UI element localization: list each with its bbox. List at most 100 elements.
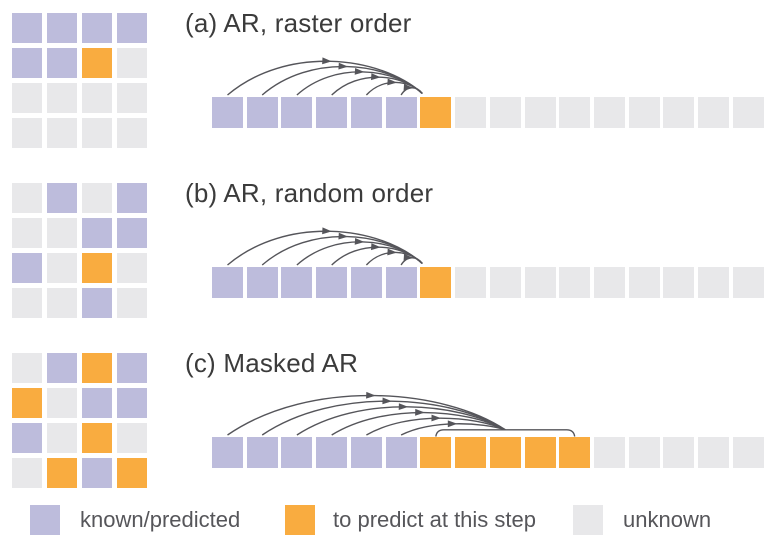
sequence-cell [593,97,625,128]
grid-cell [47,253,77,283]
attention-arrow [296,406,506,436]
grid-cell [82,388,112,418]
grid-cell [117,13,147,43]
grid-cell [12,118,42,148]
attention-arrow [365,251,423,266]
sequence-cell [524,97,556,128]
grid-cell [82,288,112,318]
sequence-cell [246,97,278,128]
sequence-cell [246,437,278,468]
attention-arrow [261,400,506,436]
sequence-cell [385,97,417,128]
sequence-cell [524,267,556,298]
sequence-cell [281,267,313,298]
grid-cell [82,83,112,113]
attention-arrow [366,417,506,436]
grid-cell [12,353,42,383]
legend-swatch-predict [285,505,315,535]
grid-cell [12,423,42,453]
attention-arrow [227,394,506,436]
arrowhead [354,238,365,245]
arrowhead [354,68,365,75]
sequence-cell [698,437,730,468]
grid-cell [117,218,147,248]
arrowhead [415,408,425,416]
sequence-cell [663,97,695,128]
sequence-cell [316,267,348,298]
sequence-cell [559,97,591,128]
grid-cell [82,13,112,43]
grid-cell [117,253,147,283]
attention-arrow [365,81,423,96]
sequence-cell [593,437,625,468]
attention-arrow [227,230,423,266]
grid-cell [82,353,112,383]
grid-cell [82,253,112,283]
grid-cell [12,288,42,318]
sequence-cell [212,267,243,298]
grid-cell [82,218,112,248]
attention-arrow [296,241,423,266]
sequence-cell [212,437,243,468]
grid-cell [12,253,42,283]
sequence-cell [698,267,730,298]
sequence-cell [350,437,382,468]
row-title-b: (b) AR, random order [185,178,434,208]
grid-cell [82,48,112,78]
sequence-cell [732,267,764,298]
sequence-cell [246,267,278,298]
grid-cell [117,458,147,488]
grid-cell [12,48,42,78]
sequence-cell [489,437,521,468]
attention-arrow [400,257,423,266]
grid-cell [47,83,77,113]
arrowhead [403,253,414,261]
arrowhead [322,57,332,65]
attention-arrow [261,235,423,266]
arrowhead [366,391,376,399]
grid-cell [117,83,147,113]
attention-arrow [331,246,423,266]
sequence-cell [489,267,521,298]
grid-cell [12,388,42,418]
sequence-cell [524,437,556,468]
grid-cell [47,218,77,248]
grid-cell [117,388,147,418]
grid-cell [12,183,42,213]
sequence-cell [316,437,348,468]
sequence-cell [420,437,452,468]
grid-cell [47,423,77,453]
grid-cell [12,83,42,113]
grid-cell [117,423,147,453]
row-title-c: (c) Masked AR [185,348,359,378]
sequence-cell [455,97,486,128]
sequence-cell [385,437,417,468]
grid-cell [117,48,147,78]
sequence-cell [663,437,695,468]
legend-swatch-known [30,505,60,535]
arrowhead [447,420,458,428]
attention-arrow [296,71,423,96]
sequence-cell [732,97,764,128]
grid-cell [47,183,77,213]
grid-cell [47,118,77,148]
arrowhead [371,243,381,251]
attention-arrow [227,60,423,96]
grid-cell [117,183,147,213]
grid-cell [47,288,77,318]
attention-arrow [400,87,423,96]
sequence-cell [350,267,382,298]
sequence-cell [559,267,591,298]
sequence-cell [663,267,695,298]
sequence-cell [281,437,313,468]
sequence-cell [212,97,243,128]
sequence-cell [420,267,452,298]
sequence-cell [350,97,382,128]
sequence-cell [316,97,348,128]
arrowhead [382,397,392,405]
grid-cell [47,48,77,78]
arrowhead [431,414,441,422]
grid-cell [117,288,147,318]
legend-label-predict: to predict at this step [333,507,536,532]
